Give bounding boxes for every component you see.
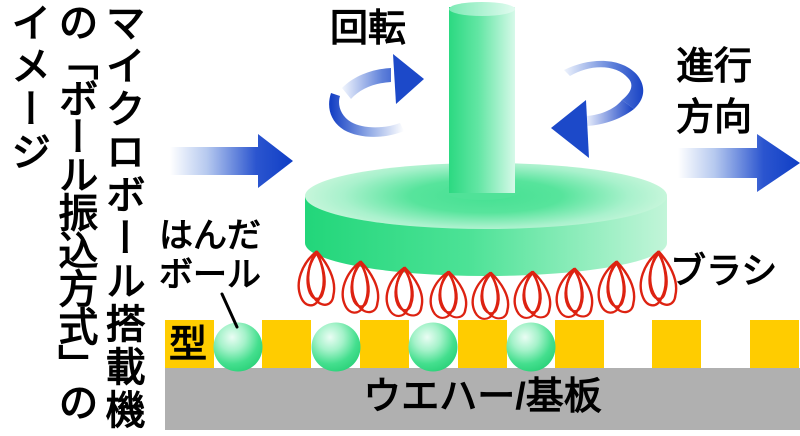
feed-arrow-icon [170,134,293,188]
mold-pad [750,320,799,368]
mold-label: 型 [169,324,208,366]
wafer-bar [165,368,800,430]
mold-pad [360,320,409,368]
mold-pad [555,320,604,368]
wafer-substrate-label: ウエハー/基板 [363,376,602,418]
rotation-arrow-left-icon [329,54,424,137]
mold-pad [652,320,701,368]
solder-ball [213,322,263,372]
brush-label: ブラシ [670,250,778,291]
rotation-arrow-right-icon [551,60,644,158]
machine-shaft-top [449,2,515,16]
travel-direction-line-1: 進行 [676,46,753,88]
machine-disc-side [305,195,667,276]
solder-ball-line-1: はんだ [159,217,261,255]
solder-ball [311,322,361,372]
mold-pad [262,320,311,368]
travel-direction-arrow-icon [678,134,800,192]
mold-pad [165,320,214,368]
mold-pad [458,320,507,368]
solder-ball-label: はんだ ボール [159,217,261,296]
leader-line [220,292,239,329]
brush-head [305,2,667,276]
machine-shaft [449,7,515,193]
title-line-3: イメージ [5,2,50,174]
travel-direction-line-2: 方向 [676,97,753,140]
solder-balls [213,322,556,372]
title-line-1: マイクロボール搭載機 [99,2,144,432]
mold-pads [165,320,799,368]
diagram-title: マイクロボール搭載機 の「ボール振込方式」の イメージ [3,2,145,434]
solder-ball-line-2: ボール [159,256,261,295]
solder-ball [506,322,556,372]
solder-ball [408,322,458,372]
title-line-2: の「ボール振込方式」の [52,2,97,420]
travel-direction-label: 進行 方向 [676,42,752,145]
rotation-label: 回転 [330,8,407,50]
